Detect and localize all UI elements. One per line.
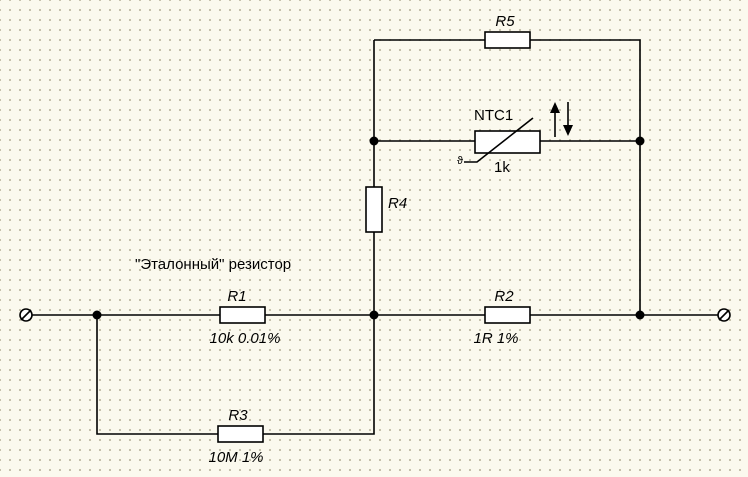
resistor-r2-value: 1R 1% bbox=[473, 330, 518, 347]
resistor-r4[interactable]: R4 bbox=[365, 186, 407, 233]
resistor-r2-ref: R2 bbox=[494, 288, 514, 305]
junction-node bbox=[635, 310, 645, 320]
resistor-r2-body[interactable] bbox=[484, 306, 531, 324]
thermistor-ntc1-ref: NTC1 bbox=[474, 107, 513, 124]
junctions bbox=[92, 136, 645, 320]
wire-r3-loop-left bbox=[96, 315, 218, 435]
resistor-r3[interactable]: R3 10M 1% bbox=[208, 407, 264, 466]
junction-node bbox=[369, 310, 379, 320]
thermistor-diagonal-line bbox=[464, 117, 534, 163]
thermistor-ntc1[interactable]: ϑ NTC1 1k bbox=[457, 102, 573, 176]
thermistor-theta-symbol: ϑ bbox=[457, 155, 463, 167]
resistor-r1-value: 10k 0.01% bbox=[210, 330, 281, 347]
thermistor-ntc1-body[interactable] bbox=[474, 130, 541, 154]
resistor-r1-ref: R1 bbox=[227, 288, 246, 305]
terminal-left[interactable] bbox=[19, 308, 33, 322]
resistor-r4-ref: R4 bbox=[388, 195, 407, 212]
resistor-r5[interactable]: R5 bbox=[484, 13, 531, 49]
resistor-r5-body[interactable] bbox=[484, 31, 531, 49]
resistor-r4-body[interactable] bbox=[365, 186, 383, 233]
resistor-r3-value: 10M 1% bbox=[208, 449, 263, 466]
resistor-r1-body[interactable] bbox=[219, 306, 266, 324]
terminal-right[interactable] bbox=[717, 308, 731, 322]
wire-r3-loop-right bbox=[263, 315, 375, 435]
resistor-r3-ref: R3 bbox=[228, 407, 248, 424]
resistor-r2[interactable]: R2 1R 1% bbox=[473, 288, 531, 347]
wire-r5-right bbox=[530, 39, 641, 315]
reference-resistor-annotation: "Эталонный" резистор bbox=[135, 256, 291, 273]
junction-node bbox=[635, 136, 645, 146]
resistor-r5-ref: R5 bbox=[495, 13, 515, 30]
thermistor-ntc1-value: 1k bbox=[494, 159, 510, 176]
junction-node bbox=[369, 136, 379, 146]
resistor-r3-body[interactable] bbox=[217, 425, 264, 443]
junction-node bbox=[92, 310, 102, 320]
arrow-down-icon bbox=[563, 102, 573, 136]
resistor-r1[interactable]: R1 10k 0.01% bbox=[210, 288, 281, 347]
wires bbox=[32, 39, 718, 435]
arrow-up-icon bbox=[550, 102, 560, 137]
